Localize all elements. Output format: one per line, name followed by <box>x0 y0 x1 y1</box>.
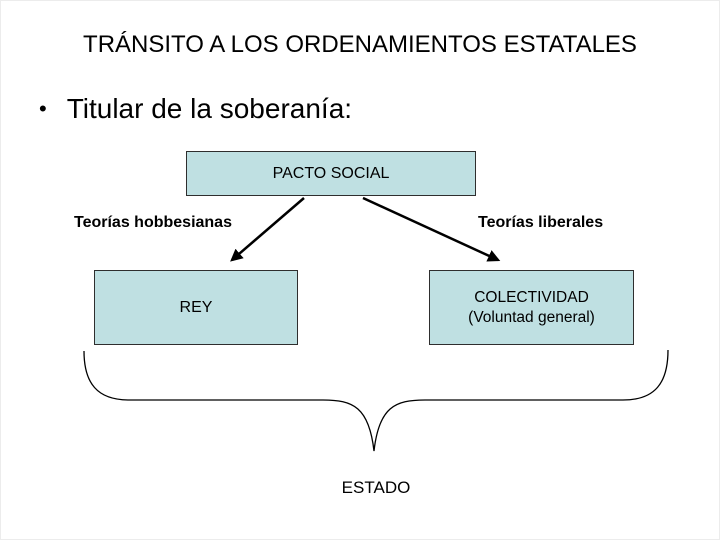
pacto-social-label: PACTO SOCIAL <box>272 164 390 182</box>
rey-label: REY <box>179 298 213 316</box>
bullet-icon: • <box>39 96 47 121</box>
rey-box: REY <box>94 270 298 345</box>
estado-label: ESTADO <box>341 478 411 497</box>
arrow-left <box>230 197 305 262</box>
pacto-social-box: PACTO SOCIAL <box>186 151 476 196</box>
bullet-text: Titular de la soberanía: <box>66 93 353 124</box>
bullet-item: • Titular de la soberanía: <box>39 93 352 125</box>
colectividad-box: COLECTIVIDAD (Voluntad general) <box>429 270 634 345</box>
colectividad-label-line2: (Voluntad general) <box>468 308 595 326</box>
colectividad-label-line1: COLECTIVIDAD <box>474 289 589 307</box>
right-branch-label: Teorías liberales <box>478 214 604 231</box>
slide-title: TRÁNSITO A LOS ORDENAMIENTOS ESTATALES <box>83 31 637 58</box>
curly-brace <box>83 349 669 452</box>
left-branch-label: Teorías hobbesianas <box>74 214 232 231</box>
